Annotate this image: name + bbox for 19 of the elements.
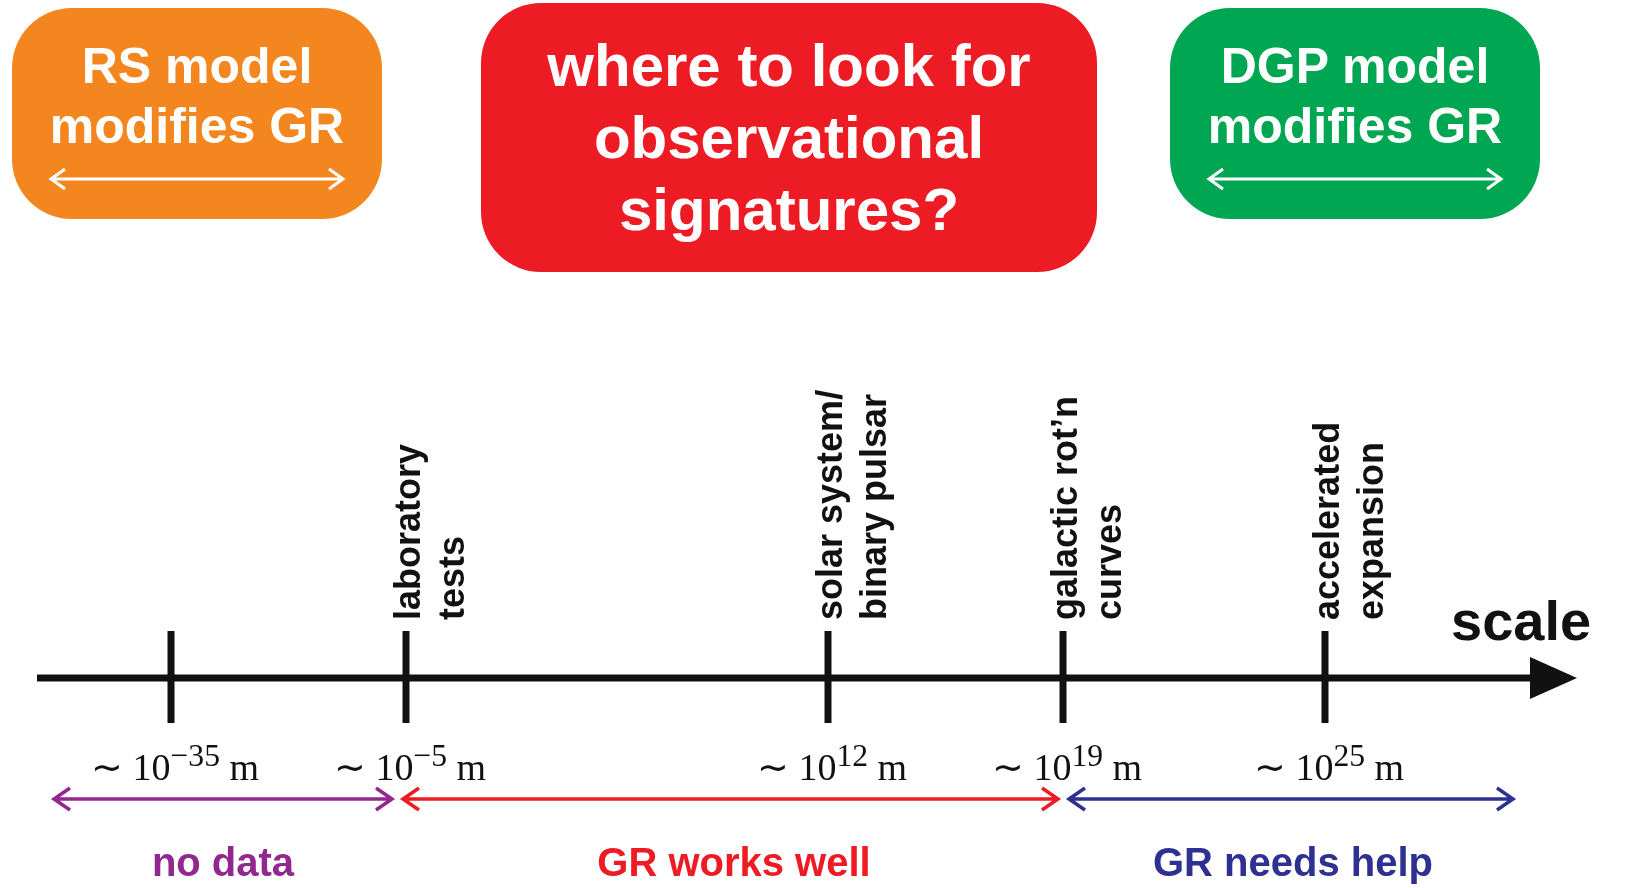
range-label: GR needs help	[1152, 840, 1434, 885]
box-title: RS model modifies GR	[48, 36, 346, 156]
rounded-box	[1170, 8, 1540, 219]
scale-value: ∼ 10$^{19}$ m	[991, 738, 1143, 789]
range-label: no data	[151, 840, 295, 885]
axis-label: scale	[1451, 588, 1592, 653]
tick-label: accelerated expansion	[1305, 420, 1392, 620]
tick-label: solar system/ binary pulsar	[808, 388, 895, 620]
rounded-box	[481, 3, 1097, 272]
scale-value: ∼ 10$^{−5}$ m	[333, 738, 487, 789]
tick-label: galactic rot’n curves	[1043, 394, 1130, 620]
rounded-box	[12, 8, 382, 219]
scale-value: ∼ 10$^{12}$ m	[756, 738, 908, 789]
scale-value: ∼ 10$^{25}$ m	[1253, 738, 1405, 789]
box-title: DGP model modifies GR	[1206, 36, 1504, 156]
range-label: GR works well	[597, 840, 871, 885]
tick-label: laboratory tests	[386, 442, 473, 620]
scale-value: ∼ 10$^{−35}$ m	[90, 738, 260, 789]
box-title: where to look for observational signatures?	[546, 30, 1032, 245]
